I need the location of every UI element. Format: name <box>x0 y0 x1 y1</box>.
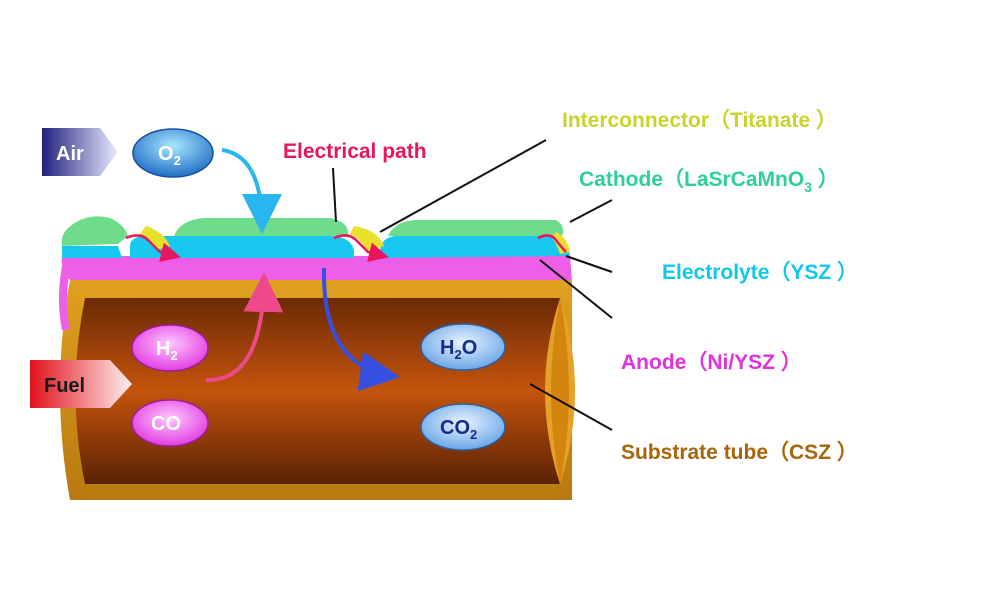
o2-flow-arrow <box>221 148 282 234</box>
fuel-inlet-arrow: Fuel <box>30 360 132 408</box>
svg-text:CO2: CO2 <box>440 417 477 442</box>
h2o-bubble: H2O <box>420 323 506 371</box>
cathode-leader <box>569 199 613 223</box>
interconnector-label: Interconnector（Titanate ） <box>562 108 837 132</box>
electrolyte-label: Electrolyte（YSZ ） <box>662 260 858 284</box>
svg-text:CO: CO <box>151 413 181 435</box>
electrical-path-leader <box>332 167 337 223</box>
co-bubble: CO <box>131 399 209 447</box>
o2-bubble: O2 <box>132 128 214 178</box>
fuel-label: Fuel <box>44 375 85 397</box>
h2-bubble: H2 <box>131 324 209 372</box>
co2-bubble: CO2 <box>420 403 506 451</box>
electrical-path-squiggles <box>125 234 567 263</box>
cathode-layer <box>61 216 564 246</box>
electrical-path-label: Electrical path <box>283 140 427 163</box>
leader-lines <box>332 139 613 431</box>
fuel-flow-arrow <box>205 272 284 383</box>
substrate-label: Substrate tube（CSZ ） <box>621 440 858 464</box>
interconnector-leader <box>379 139 547 233</box>
substrate-leader <box>529 383 613 431</box>
svg-text:H2: H2 <box>156 338 178 363</box>
svg-text:O2: O2 <box>158 143 181 168</box>
substrate-tube <box>60 280 575 500</box>
electrolyte-layer <box>62 236 570 258</box>
svg-text:H2O: H2O <box>440 337 477 362</box>
anode-layer <box>61 256 573 280</box>
anode-leader <box>539 259 613 319</box>
electrolyte-leader <box>565 255 613 273</box>
air-inlet-arrow: Air <box>42 128 118 176</box>
air-label: Air <box>56 143 84 165</box>
product-flow-arrow <box>321 267 400 392</box>
anode-label: Anode（Ni/YSZ ） <box>621 350 802 374</box>
cathode-label: Cathode（LaSrCaMnO3 ） <box>579 167 839 195</box>
